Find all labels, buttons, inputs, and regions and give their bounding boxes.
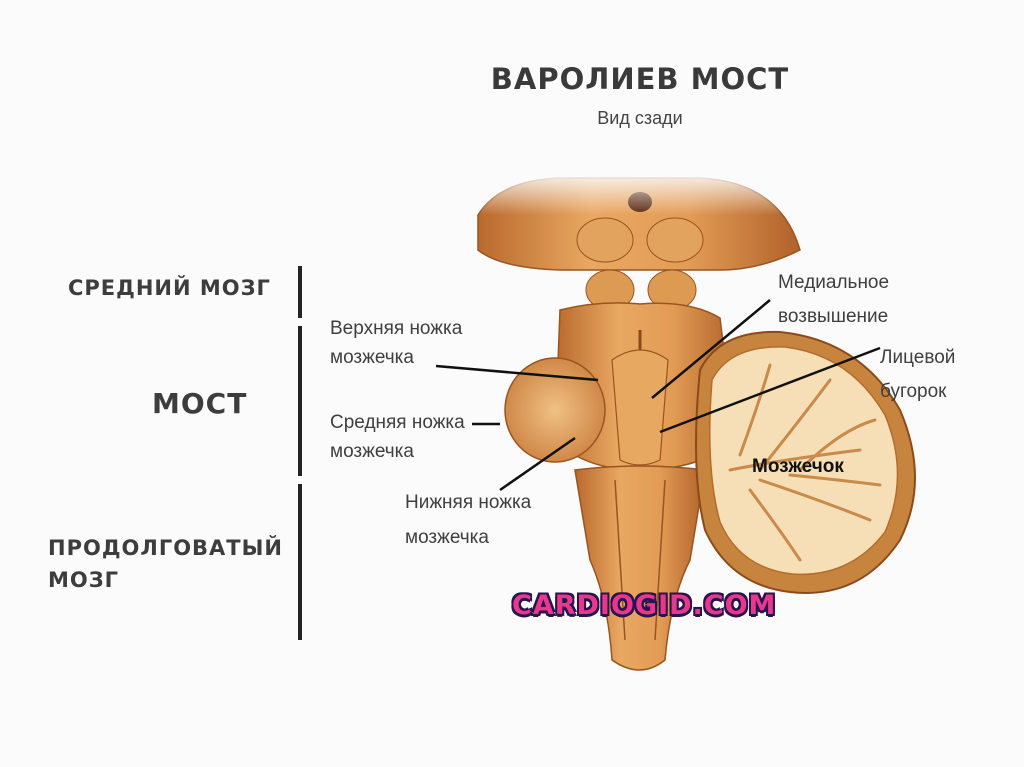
pointer-facial-colliculus — [659, 346, 881, 434]
pointer-medial-eminence — [651, 299, 771, 399]
colliculus-right-superior — [646, 217, 704, 263]
region-medulla-label-line1: ПРОДОЛГОВАТЫЙ — [48, 536, 283, 560]
pointer-inferior-peduncle — [499, 436, 576, 492]
region-pons-label: МОСТ — [152, 387, 248, 420]
watermark-logo: CARDIOGID.COM — [512, 590, 777, 621]
label-facial-colliculus-line1: Лицевой — [880, 347, 956, 368]
midbrain-bracket — [298, 266, 302, 318]
label-superior-peduncle-line1: Верхняя ножка — [330, 318, 463, 339]
label-inferior-peduncle-line1: Нижняя ножка — [405, 492, 532, 513]
label-medial-eminence-line1: Медиальное — [778, 272, 890, 293]
page-title: ВАРОЛИЕВ МОСТ — [490, 62, 790, 96]
medulla-ridge-right — [654, 479, 666, 641]
label-facial-colliculus-line2: бугорок — [880, 381, 947, 402]
page-subtitle: Вид сзади — [597, 108, 683, 128]
label-cerebellum: Мозжечок — [752, 456, 844, 477]
arbor-vitae — [728, 363, 882, 562]
rhomboid-fossa — [611, 349, 669, 466]
medulla-ridge-left — [614, 479, 626, 641]
region-medulla-label-line2: МОЗГ — [48, 568, 120, 592]
label-superior-peduncle-line2: мозжечка — [330, 347, 414, 368]
pointer-superior-peduncle — [435, 364, 599, 382]
pons-bracket — [298, 326, 302, 476]
label-middle-peduncle-line1: Средняя ножка — [330, 412, 465, 433]
top-fade — [470, 170, 810, 215]
medulla-bracket — [298, 484, 302, 640]
middle-peduncle-lobe — [504, 357, 606, 463]
medulla-body — [574, 465, 706, 671]
label-middle-peduncle-line2: мозжечка — [330, 441, 414, 462]
label-medial-eminence-line2: возвышение — [778, 306, 889, 327]
region-midbrain-label: СРЕДНИЙ МОЗГ — [68, 276, 271, 300]
label-inferior-peduncle-line2: мозжечка — [405, 527, 489, 548]
colliculus-left-superior — [576, 217, 634, 263]
